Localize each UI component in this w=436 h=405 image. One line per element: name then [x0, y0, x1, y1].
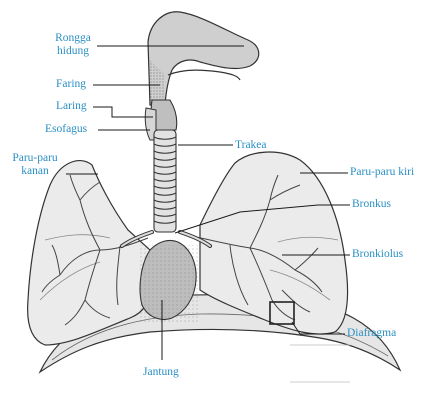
label-bronkus: Bronkus — [352, 198, 391, 211]
label-bronkiolus: Bronkiolus — [352, 248, 403, 261]
trachea-shape — [154, 130, 176, 232]
label-paru-kiri: Paru-paru kiri — [350, 166, 414, 179]
right-lung-shape — [28, 161, 150, 345]
label-diafragma: Diafragma — [347, 327, 396, 340]
label-faring: Faring — [56, 78, 86, 91]
label-paru-kanan: Paru-paru kanan — [4, 152, 66, 178]
label-esofagus: Esofagus — [45, 123, 87, 136]
label-trakea: Trakea — [235, 139, 267, 152]
label-laring: Laring — [56, 100, 87, 113]
label-jantung: Jantung — [143, 366, 179, 379]
label-rongga-hidung: Rongga hidung — [48, 32, 98, 58]
